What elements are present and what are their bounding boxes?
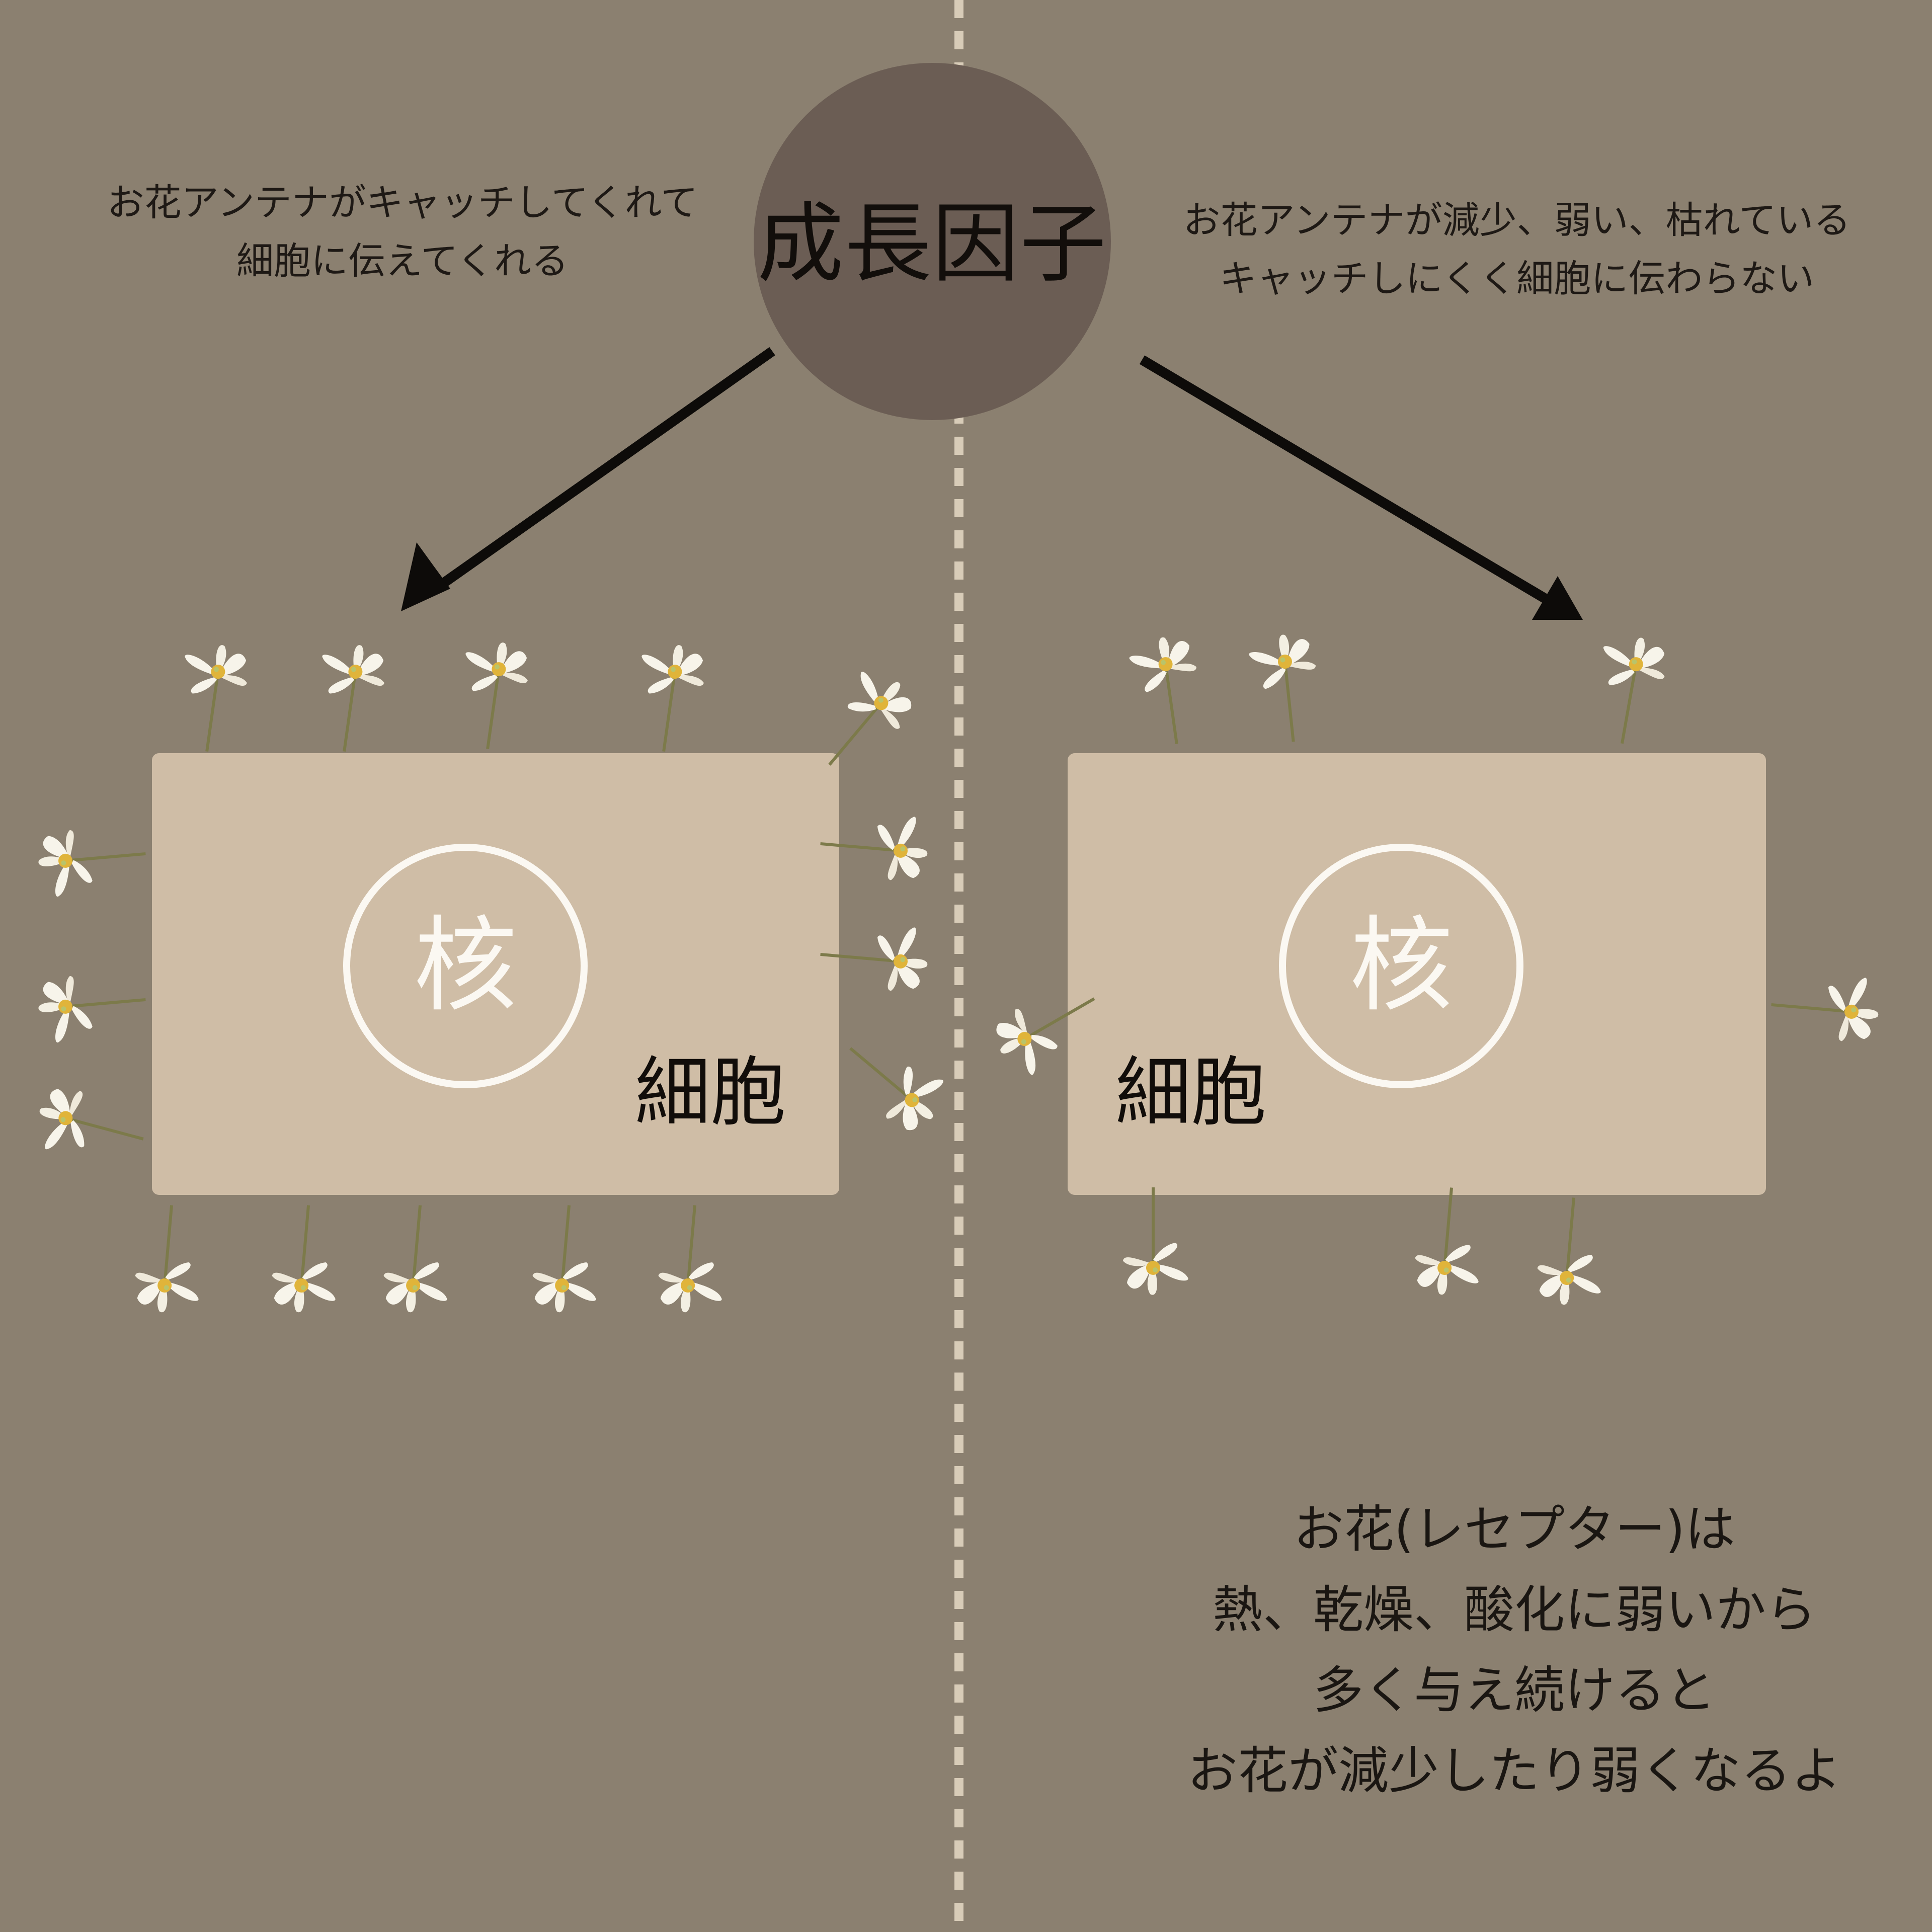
flower-icon [132,1202,207,1315]
right-cell-label: 細胞 [1115,1049,1267,1137]
left-cell-label: 細胞 [635,1049,786,1137]
flower-icon [802,660,922,784]
flower-icon [1535,1195,1609,1308]
flower-icon [530,1202,604,1315]
flower-icon [1123,1187,1188,1295]
left-caption-line-2: 細胞に伝えてくれる [236,239,569,283]
flower-icon [1247,631,1323,745]
flower-icon [629,640,708,756]
right-caption: お花アンテナが減少、弱い、枯れている キャッチしにくく細胞に伝わらない [1127,191,1907,308]
footer-line-2: 熱、乾燥、酸化に弱いから [1213,1580,1816,1639]
right-caption-line-1: お花アンテナが減少、弱い、枯れている [1183,199,1851,242]
growth-factor-circle: 成長因子 [754,63,1111,420]
flower-icon [1412,1185,1487,1298]
flower-icon [656,1202,730,1315]
right-nucleus-label: 核 [1349,906,1453,1026]
flower-icon [1587,631,1670,749]
left-flowers [31,637,955,1315]
flower-icon [986,973,1112,1083]
flower-icon [1768,970,1881,1044]
footer-text: お花(レセプター)は 熱、乾燥、酸化に弱いから 多く与え続けると お花が減少した… [1046,1489,1932,1811]
left-caption: お花アンテナがキャッチしてくれて 細胞に伝えてくれる [75,174,730,290]
flower-icon [36,970,148,1044]
left-caption-line-1: お花アンテナがキャッチしてくれて [107,181,698,224]
dashed-divider [954,0,963,1932]
flower-icon [818,809,930,883]
flower-icon [31,1082,151,1173]
footer-line-1: お花(レセプター)は [1293,1500,1736,1559]
flower-icon [1127,633,1206,749]
left-nucleus-label: 核 [414,906,517,1026]
flower-icon [818,920,930,994]
flower-icon [309,640,389,756]
arrow-to-right-cell-icon [1139,355,1583,620]
flower-icon [36,824,148,898]
right-flowers [986,631,1882,1308]
left-cell: 核 細胞 [152,753,839,1195]
flower-icon [172,640,252,756]
flower-icon [381,1202,455,1315]
flower-icon [831,1021,955,1141]
footer-line-3: 多く与え続けると [1313,1661,1716,1720]
right-caption-line-2: キャッチしにくく細胞に伝わらない [1219,257,1815,300]
right-cell: 核 細胞 [1068,753,1766,1195]
arrow-to-left-cell-icon [401,347,775,611]
footer-line-4: お花が減少したり弱くなるよ [1187,1741,1841,1800]
flower-icon [453,637,532,753]
flower-icon [269,1202,344,1315]
growth-factor-label: 成長因子 [757,193,1107,294]
